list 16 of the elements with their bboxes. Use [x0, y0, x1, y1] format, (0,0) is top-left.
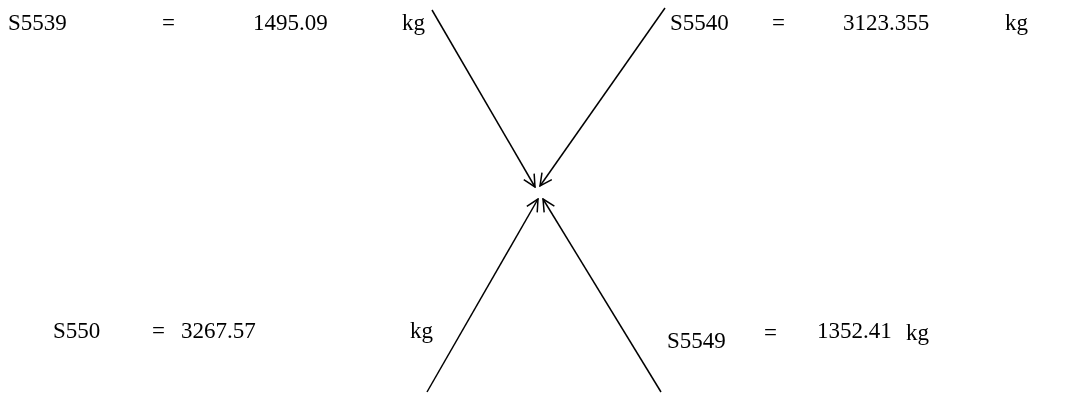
equals-sign: = [162, 11, 175, 34]
force-value: 3267.57 [181, 319, 256, 342]
force-value: 1352.41 [817, 319, 892, 342]
member-label: S5549 [667, 329, 726, 352]
equals-sign: = [764, 321, 777, 344]
unit-label: kg [410, 319, 433, 342]
member-label: S550 [53, 319, 101, 342]
force-value: 3123.355 [843, 11, 930, 34]
force-value: 1495.09 [253, 11, 328, 34]
member-label: S5540 [670, 11, 729, 34]
unit-label: kg [906, 321, 929, 344]
equals-sign: = [152, 319, 165, 342]
unit-label: kg [1005, 11, 1028, 34]
unit-label: kg [402, 11, 425, 34]
member-label: S5539 [8, 11, 67, 34]
equals-sign: = [772, 11, 785, 34]
